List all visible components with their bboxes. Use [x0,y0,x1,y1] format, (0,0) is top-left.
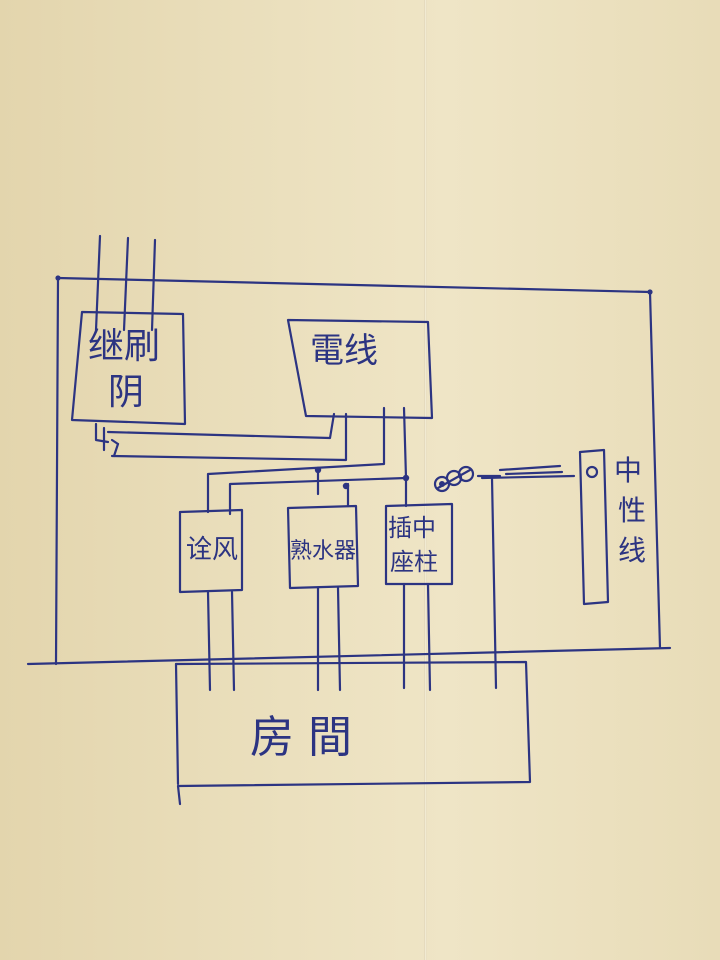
heater-label: 熟水器 [290,539,356,564]
neutral-bar [578,448,610,606]
fan-label: 诠风 [186,535,238,565]
terminal-cluster [433,464,576,493]
room-wiring [206,476,498,692]
power-box: 電线 [286,318,434,420]
fan-box: 诠风 [178,508,244,594]
side-label-1: 中 [614,454,642,487]
room-box: 房 間 [174,660,532,806]
distribution-wiring [206,406,410,516]
socket-label-line2: 座柱 [390,548,438,576]
incoming-lines [94,234,157,332]
power-label: 電线 [310,331,378,371]
relay-label-line2: 阴 [108,372,144,413]
relay-power-wiring [94,412,348,462]
side-label-3: 线 [618,534,646,567]
room-label: 房 間 [250,712,352,763]
socket-label-line1: 插中 [388,514,436,542]
outer-enclosure [26,275,672,666]
relay-box: 继刷 阴 [70,310,187,426]
paper-fold [424,0,427,960]
side-label-2: 性 [618,494,646,527]
socket-box: 插中 座柱 [384,502,454,586]
relay-label-line1: 继刷 [88,326,160,367]
heater-box: 熟水器 [286,504,360,590]
